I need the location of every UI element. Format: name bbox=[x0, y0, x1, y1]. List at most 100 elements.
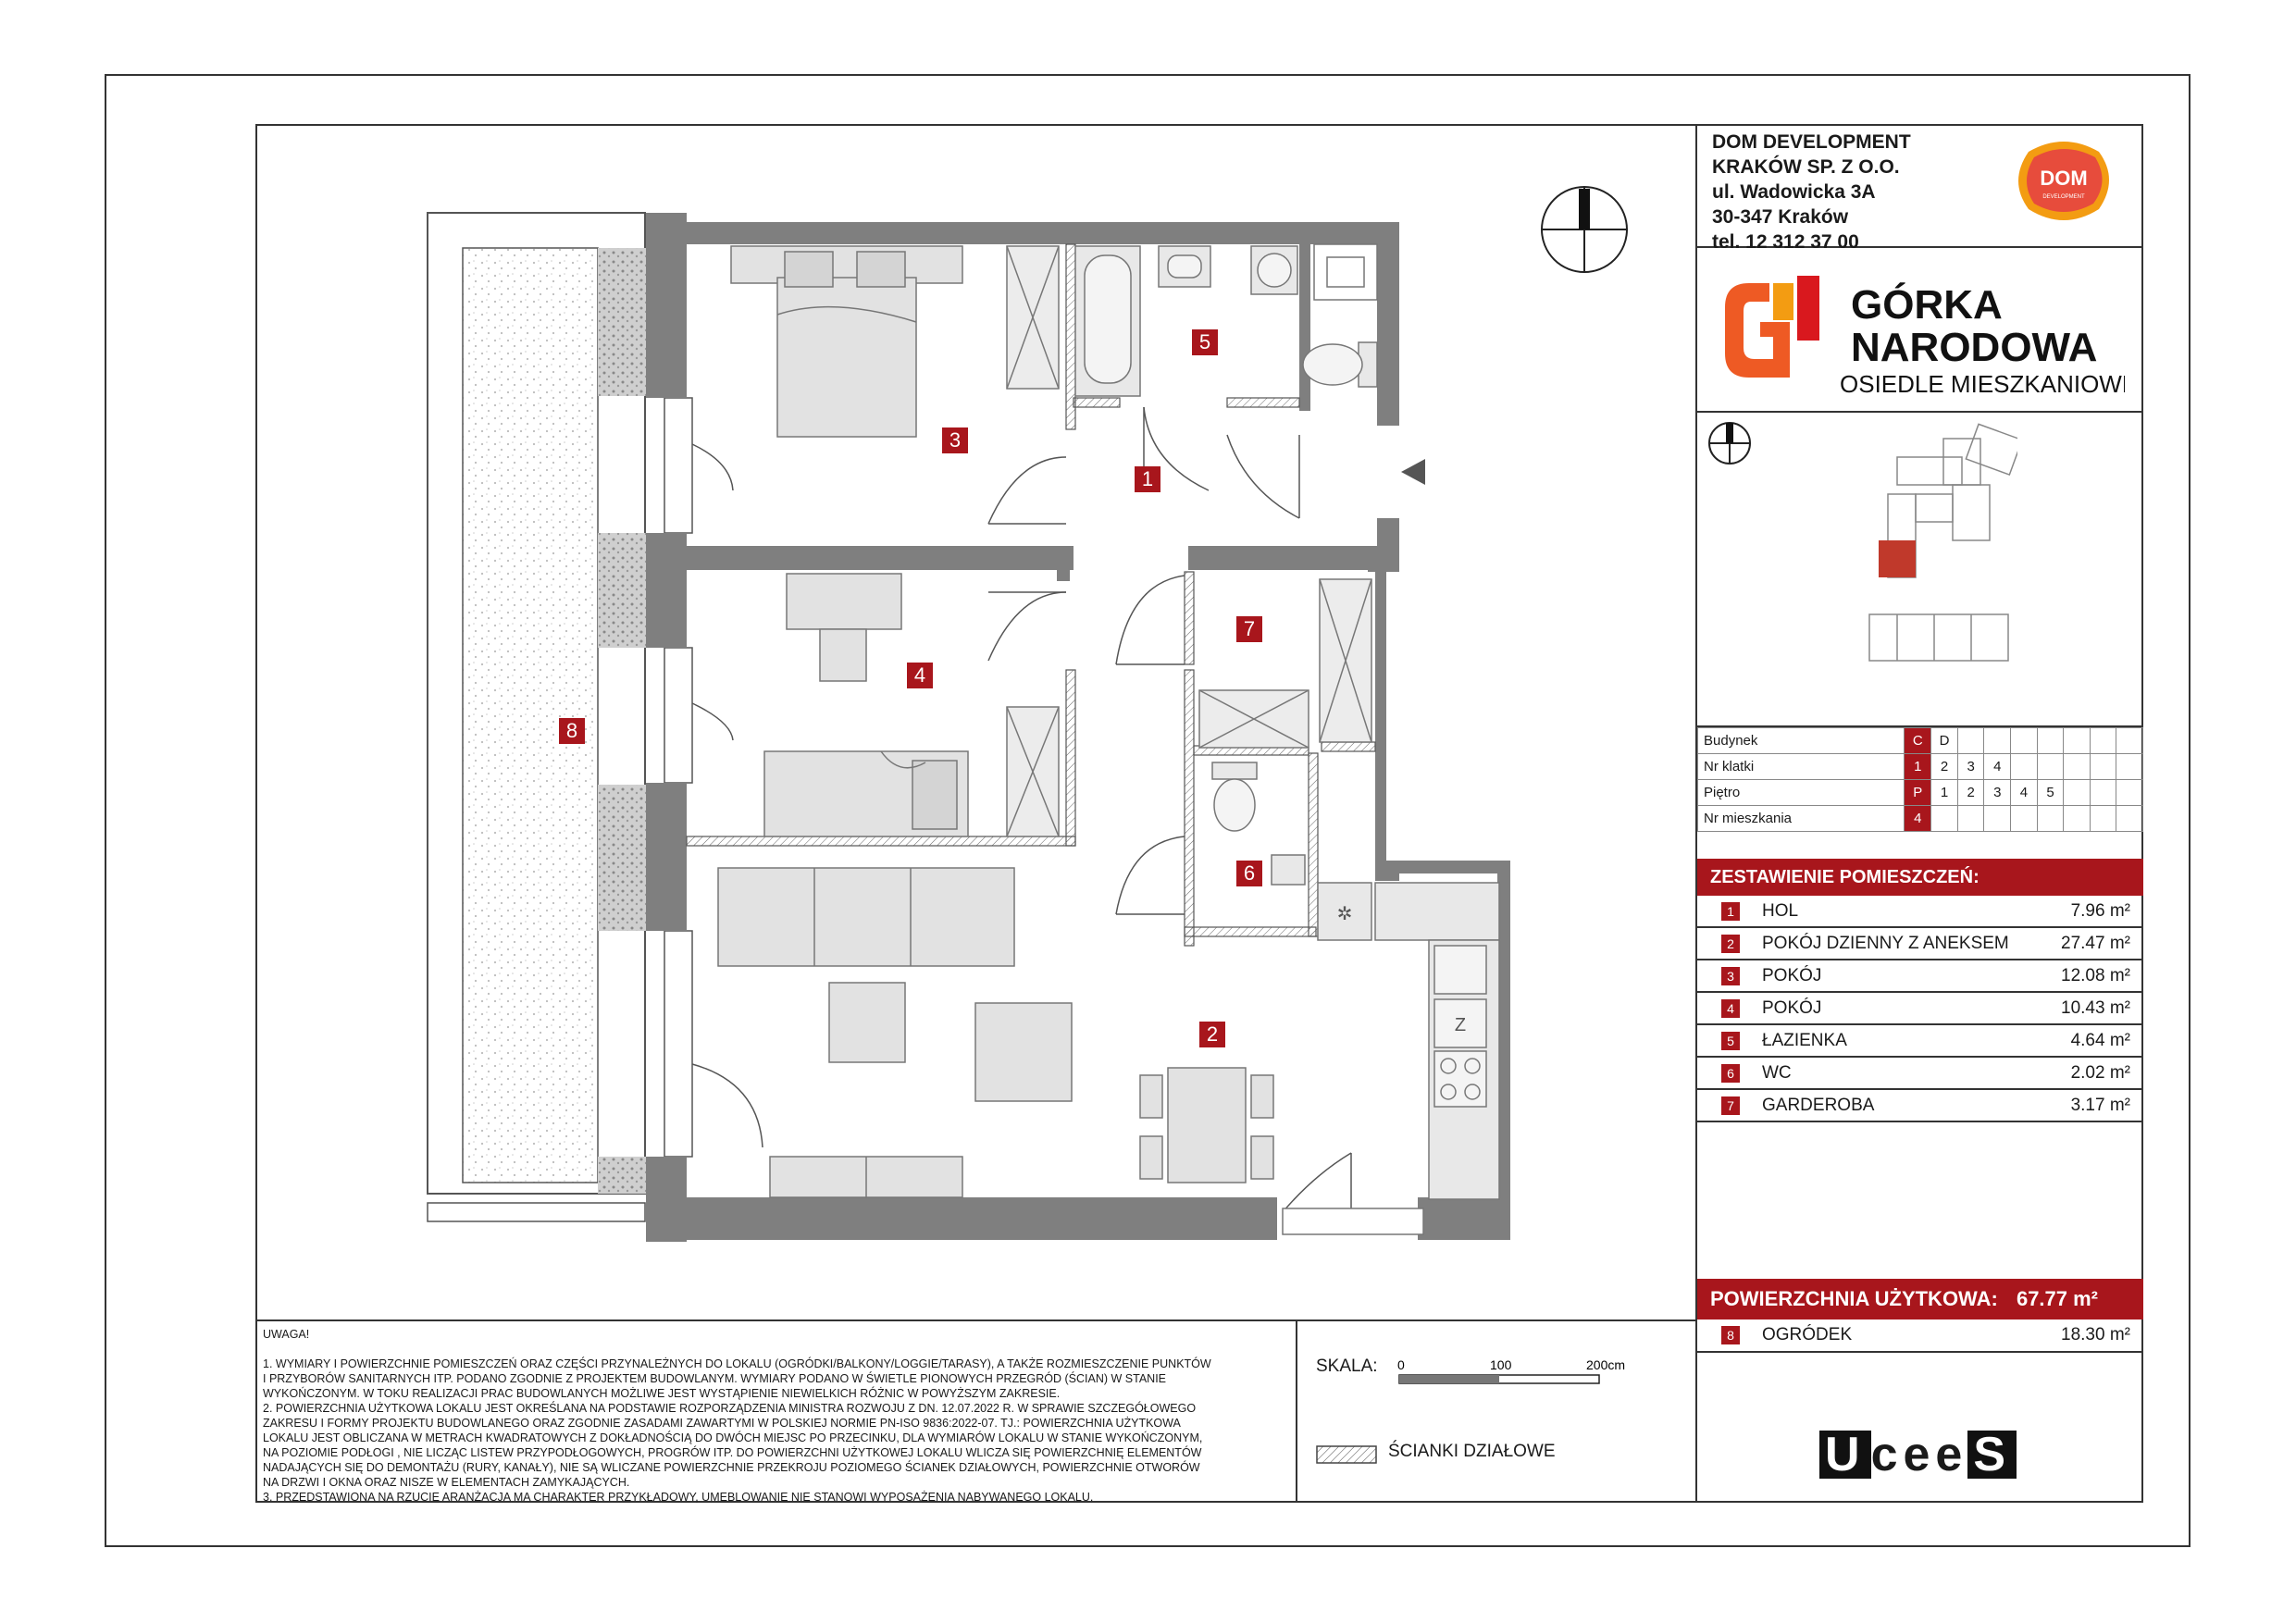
notes-line: LOKALU JEST OBLICZANA W METRACH KWADRATO… bbox=[263, 1431, 1203, 1444]
apartment-info-table: Budynek C D Nr klatki 1 2 3 4 Piętro P 1… bbox=[1696, 727, 2143, 832]
info-cell bbox=[2089, 727, 2117, 754]
room-area: 12.08 m² bbox=[2061, 966, 2130, 985]
info-row-building: Budynek C D bbox=[1696, 727, 2143, 754]
room-marker-5: 5 bbox=[1192, 329, 1218, 355]
garden-row: 8 OGRÓDEK 18.30 m² bbox=[1697, 1319, 2143, 1350]
company-divider bbox=[1695, 246, 2143, 248]
info-cell bbox=[2010, 805, 2038, 832]
room-number: 3 bbox=[1721, 967, 1740, 985]
company-city: 30-347 Kraków bbox=[1712, 206, 1849, 228]
logo-divider bbox=[1695, 411, 2143, 413]
sitemap-divider bbox=[1695, 725, 2143, 727]
room-name: ŁAZIENKA bbox=[1762, 1031, 1847, 1050]
scale-label: SKALA: bbox=[1316, 1357, 1378, 1376]
info-row-apartment: Nr mieszkania 4 bbox=[1696, 805, 2143, 832]
company-name-2: KRAKÓW SP. Z O.O. bbox=[1712, 156, 1900, 178]
room-area: 7.96 m² bbox=[2070, 901, 2130, 921]
info-cell bbox=[1956, 805, 1985, 832]
room-name: GARDEROBA bbox=[1762, 1096, 1875, 1115]
company-name-1: DOM DEVELOPMENT bbox=[1712, 131, 1911, 153]
facade-column bbox=[598, 248, 646, 396]
company-info: DOM DEVELOPMENT KRAKÓW SP. Z O.O. ul. Wa… bbox=[1712, 130, 1911, 254]
room-name: OGRÓDEK bbox=[1762, 1325, 1853, 1344]
outer-frame bbox=[105, 74, 2191, 1547]
north-compass-small-icon bbox=[1708, 422, 1751, 465]
room-area: 18.30 m² bbox=[2061, 1325, 2130, 1344]
room-name: POKÓJ bbox=[1762, 966, 1822, 985]
furniture-bathroom bbox=[1074, 243, 1378, 397]
info-cell bbox=[2036, 727, 2065, 754]
furniture-bedroom bbox=[730, 245, 1060, 438]
info-cell bbox=[1930, 805, 1958, 832]
notes-line: NADAJĄCYCH SIĘ DO DEMONTAŻU (RURY, KANAŁ… bbox=[263, 1461, 1200, 1474]
room-marker-3: 3 bbox=[942, 427, 968, 453]
scale-tick-0: 0 bbox=[1397, 1357, 1405, 1372]
ucees-logo-mid: cee bbox=[1870, 1428, 1968, 1481]
gn-logo-line1: GÓRKA bbox=[1851, 281, 2003, 328]
company-street: ul. Wadowicka 3A bbox=[1712, 181, 1876, 203]
partition-wall-legend-icon bbox=[1316, 1445, 1377, 1464]
walls bbox=[646, 213, 1510, 1242]
room-number: 2 bbox=[1721, 935, 1740, 953]
notes-line: NA DRZWI I OKNA ORAZ NISZE W ELEMENTACH … bbox=[263, 1476, 630, 1489]
facade-column bbox=[598, 785, 646, 931]
room-number: 5 bbox=[1721, 1032, 1740, 1050]
room-marker-8: 8 bbox=[559, 718, 585, 744]
facade-column bbox=[598, 533, 646, 648]
info-cell bbox=[2116, 727, 2143, 754]
total-area-value: 67.77 m² bbox=[2016, 1287, 2099, 1310]
door-swings bbox=[987, 406, 1352, 1213]
right-panel-divider bbox=[1695, 124, 1697, 1503]
info-cell bbox=[2116, 753, 2143, 780]
room-number: 1 bbox=[1721, 902, 1740, 921]
furniture-wardrobe bbox=[1198, 578, 1372, 749]
garden-divider bbox=[1695, 1351, 2143, 1353]
info-label: Nr mieszkania bbox=[1696, 805, 1905, 832]
scale-bar: 0 100 200cm bbox=[1397, 1357, 1625, 1384]
info-cell bbox=[2010, 727, 2038, 754]
site-map-icon bbox=[1868, 423, 2017, 662]
gn-logo-line3: OSIEDLE MIESZKANIOWE bbox=[1840, 370, 2125, 398]
room-name: HOL bbox=[1762, 901, 1799, 921]
room-area: 3.17 m² bbox=[2070, 1096, 2130, 1115]
notes-line: ZAKRESU I FORMY PROJEKTU BUDOWLANEGO ORA… bbox=[263, 1417, 1181, 1430]
room-area: 27.47 m² bbox=[2061, 934, 2130, 953]
room-number: 6 bbox=[1721, 1064, 1740, 1083]
info-cell bbox=[2036, 753, 2065, 780]
notes-heading: UWAGA! bbox=[263, 1328, 310, 1341]
ucees-logo-u: U bbox=[1819, 1431, 1871, 1479]
info-cell bbox=[2036, 805, 2065, 832]
notes-line: I PRZYBORÓW SANITARNYCH ITP. PODANO ZGOD… bbox=[263, 1372, 1167, 1385]
room-marker-1: 1 bbox=[1135, 466, 1160, 492]
notes-line: 3. PRZEDSTAWIONA NA RZUCIE ARANŻACJA MA … bbox=[263, 1491, 1094, 1504]
rooms-header: ZESTAWIENIE POMIESZCZEŃ: bbox=[1697, 859, 2143, 896]
entrance-arrow-icon bbox=[1401, 459, 1425, 485]
north-compass-icon bbox=[1541, 186, 1628, 273]
room-row: 3 POKÓJ 12.08 m² bbox=[1697, 960, 2143, 993]
room-marker-6: 6 bbox=[1236, 861, 1262, 886]
info-cell bbox=[2063, 727, 2091, 754]
room-marker-2: 2 bbox=[1199, 1022, 1225, 1047]
scale-tick-200: 200cm bbox=[1586, 1357, 1625, 1372]
room-number: 4 bbox=[1721, 999, 1740, 1018]
total-area-bar: POWIERZCHNIA UŻYTKOWA: 67.77 m² bbox=[1697, 1279, 2143, 1319]
furniture-kitchen: ✲ Z bbox=[1317, 882, 1500, 1200]
info-cell: 4 bbox=[1983, 753, 2012, 780]
gn-logo-line2: NARODOWA bbox=[1851, 325, 2097, 370]
facade-column bbox=[598, 1157, 646, 1194]
garden-area bbox=[427, 212, 646, 1222]
company-phone: tel. 12 312 37 00 bbox=[1712, 231, 1859, 253]
notes-block: UWAGA! 1. WYMIARY I POWIERZCHNIE POMIESZ… bbox=[263, 1327, 1281, 1505]
room-name: WC bbox=[1762, 1063, 1792, 1083]
info-cell bbox=[2089, 779, 2117, 806]
gorka-narodowa-logo: GÓRKA NARODOWA OSIEDLE MIESZKANIOWE bbox=[1725, 276, 2125, 398]
room-marker-7: 7 bbox=[1236, 616, 1262, 642]
room-number: 8 bbox=[1721, 1326, 1740, 1344]
